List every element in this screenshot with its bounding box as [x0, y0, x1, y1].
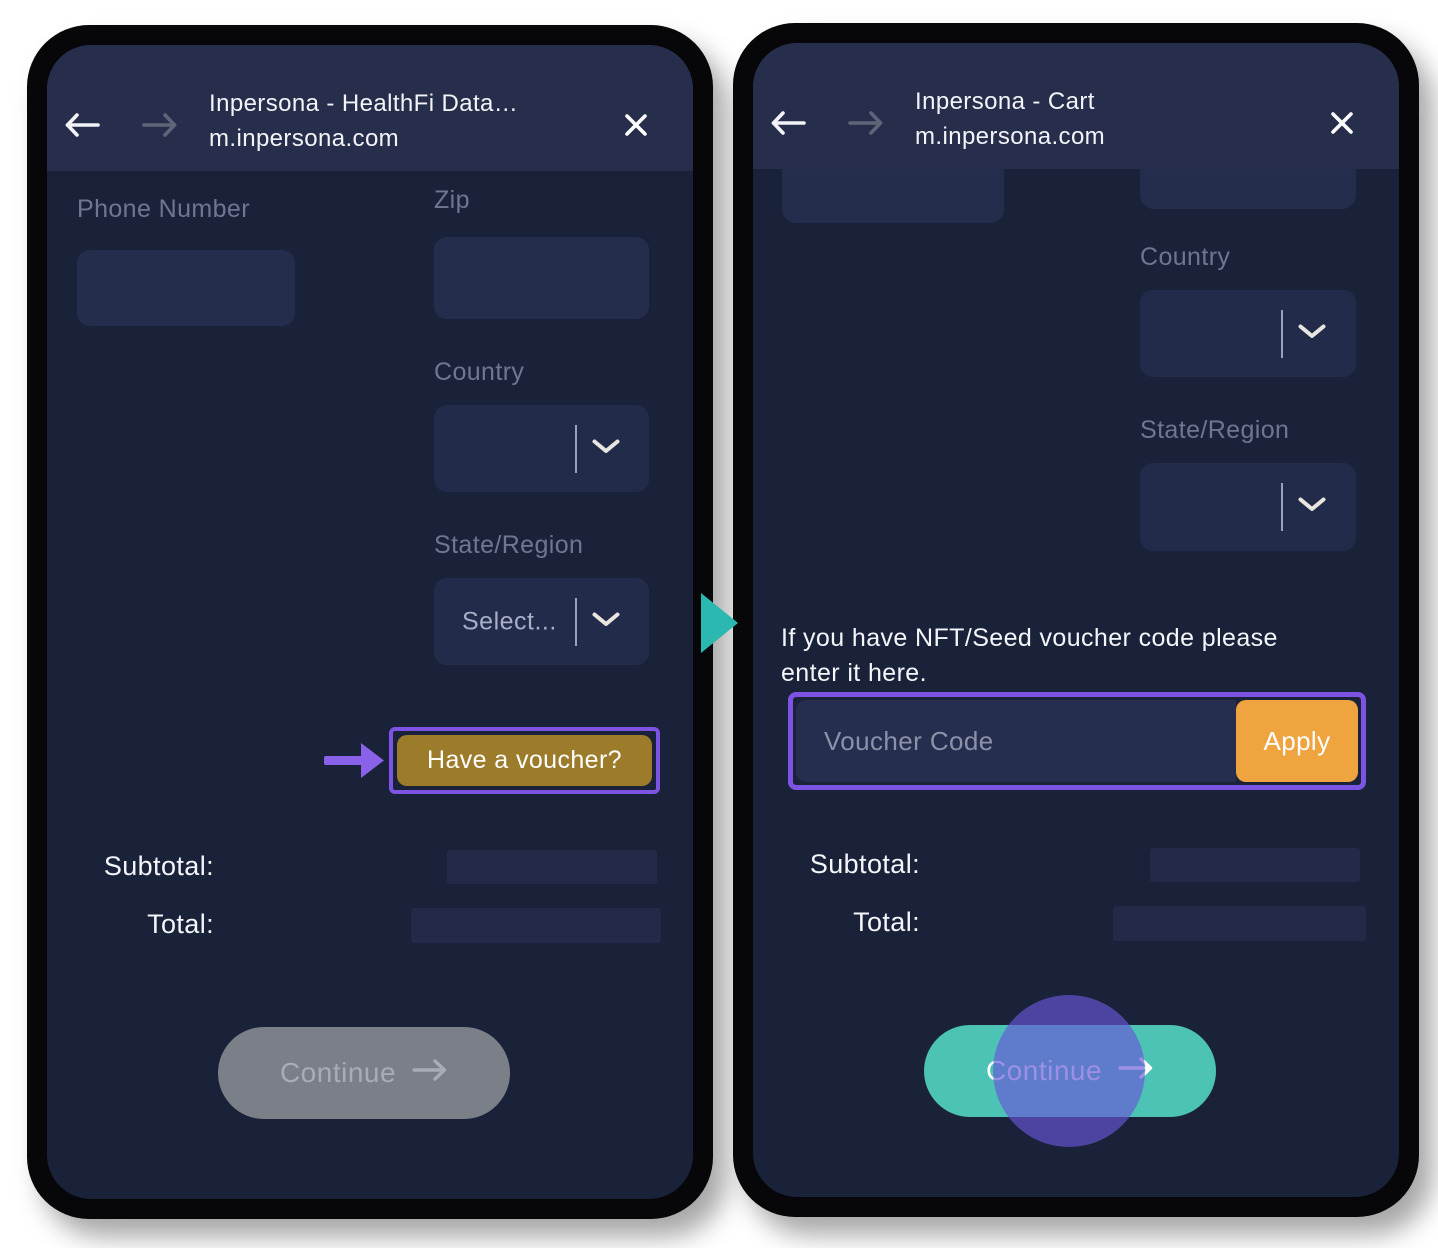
state-region-label: State/Region	[1140, 416, 1290, 444]
country-select[interactable]	[434, 405, 649, 492]
select-divider	[575, 597, 577, 646]
right-phone-frame: Inpersona - Cart m.inpersona.com Country…	[733, 23, 1419, 1217]
country-label: Country	[1140, 243, 1231, 271]
right-phone-screen: Inpersona - Cart m.inpersona.com Country…	[753, 43, 1399, 1197]
have-a-voucher-button[interactable]: Have a voucher?	[397, 735, 652, 786]
state-region-select[interactable]: Select...	[434, 578, 649, 665]
chevron-down-icon	[591, 611, 621, 633]
country-select[interactable]	[1140, 290, 1356, 377]
click-indicator-overlay	[993, 995, 1145, 1147]
voucher-hint-line2: enter it here.	[781, 659, 927, 687]
state-region-select[interactable]	[1140, 463, 1356, 551]
left-phone-frame: Inpersona - HealthFi Data… m.inpersona.c…	[27, 25, 713, 1219]
state-region-label: State/Region	[434, 531, 584, 559]
voucher-highlight-box: Have a voucher?	[389, 727, 660, 794]
state-select-placeholder: Select...	[462, 607, 557, 635]
subtotal-label: Subtotal:	[809, 849, 920, 879]
total-value-placeholder	[411, 908, 661, 943]
subtotal-value-placeholder	[447, 850, 657, 884]
forward-icon[interactable]	[142, 112, 178, 143]
zip-input[interactable]	[434, 237, 649, 319]
continue-label: Continue	[279, 1057, 397, 1088]
chevron-down-icon	[591, 438, 621, 460]
left-browser-header: Inpersona - HealthFi Data… m.inpersona.c…	[47, 45, 693, 171]
select-divider	[575, 424, 577, 473]
partial-input-right[interactable]	[1140, 169, 1356, 209]
voucher-hint-line1: If you have NFT/Seed voucher code please	[781, 624, 1278, 652]
close-icon[interactable]	[622, 111, 650, 144]
zip-label: Zip	[434, 186, 470, 214]
total-label: Total:	[853, 907, 920, 937]
subtotal-label: Subtotal:	[103, 851, 214, 881]
play-triangle-icon	[701, 593, 738, 658]
voucher-hint-text: If you have NFT/Seed voucher code please…	[781, 621, 1278, 691]
close-icon[interactable]	[1328, 109, 1356, 142]
voucher-code-input[interactable]	[796, 700, 1236, 782]
right-browser-header: Inpersona - Cart m.inpersona.com	[753, 43, 1399, 169]
back-icon[interactable]	[770, 110, 806, 141]
left-page-url: m.inpersona.com	[209, 125, 400, 152]
select-divider	[1281, 483, 1283, 531]
back-icon[interactable]	[64, 112, 100, 143]
apply-button[interactable]: Apply	[1236, 700, 1358, 782]
continue-button-disabled[interactable]: Continue	[218, 1027, 510, 1119]
forward-icon[interactable]	[848, 110, 884, 141]
right-page-title-block: Inpersona - Cart m.inpersona.com	[915, 84, 1105, 154]
voucher-highlight-box: Apply	[788, 692, 1366, 790]
left-phone-screen: Inpersona - HealthFi Data… m.inpersona.c…	[47, 45, 693, 1199]
phone-number-input[interactable]	[77, 250, 295, 326]
total-label: Total:	[147, 909, 214, 939]
partial-input-left[interactable]	[782, 169, 1004, 223]
subtotal-value-placeholder	[1150, 848, 1360, 882]
total-value-placeholder	[1113, 906, 1366, 941]
right-page-title: Inpersona - Cart	[915, 88, 1095, 115]
purple-pointer-arrow-icon	[323, 741, 385, 786]
chevron-down-icon	[1297, 323, 1327, 345]
select-divider	[1281, 309, 1283, 358]
arrow-right-icon	[412, 1057, 448, 1090]
chevron-down-icon	[1297, 496, 1327, 518]
left-page-title: Inpersona - HealthFi Data…	[209, 90, 519, 117]
country-label: Country	[434, 358, 525, 386]
right-page-url: m.inpersona.com	[915, 123, 1106, 150]
left-page-title-block: Inpersona - HealthFi Data… m.inpersona.c…	[209, 86, 518, 156]
phone-number-label: Phone Number	[77, 195, 250, 223]
